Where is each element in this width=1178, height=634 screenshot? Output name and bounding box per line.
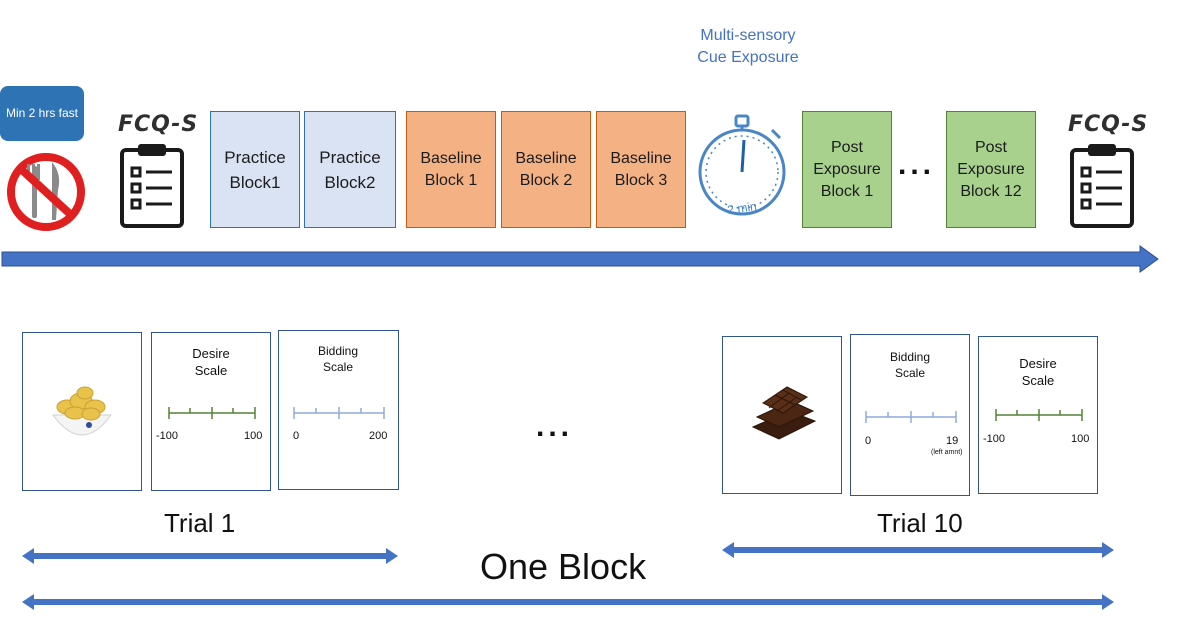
timeline-ellipsis: ...	[898, 148, 936, 181]
cue-exposure-title: Multi-sensory Cue Exposure	[697, 27, 799, 66]
bidding-scale-line	[865, 411, 957, 423]
post-exposure-block-12: Post Exposure Block 12	[946, 111, 1036, 228]
fcq-label-start: FCQ-S	[118, 112, 199, 137]
bidding-scale-max: 19	[946, 435, 959, 447]
no-food-icon	[7, 153, 85, 231]
bidding-scale-note: (left amnt)	[931, 449, 963, 456]
desire-scale-title: Desire Scale	[192, 346, 230, 378]
baseline-block-2: Baseline Block 2	[501, 111, 591, 228]
trial1-bidding-card: Bidding Scale 0 200	[278, 330, 399, 490]
chocolate-image	[751, 386, 817, 440]
trial-10-span-arrow	[722, 542, 1114, 558]
chips-bowl-image	[52, 386, 112, 436]
trial1-food-card	[22, 332, 142, 491]
practice-block-1: Practice Block1	[210, 111, 300, 228]
bidding-scale-min: 0	[293, 430, 300, 442]
baseline-block-1: Baseline Block 1	[406, 111, 496, 228]
desire-scale-line	[995, 409, 1083, 421]
desire-scale-min: -100	[983, 433, 1006, 445]
one-block-label: One Block	[480, 546, 647, 587]
clipboard-icon	[120, 144, 184, 228]
desire-scale-max: 100	[1071, 433, 1090, 445]
bidding-scale-line	[293, 407, 385, 419]
desire-scale-line	[168, 407, 256, 419]
practice-block-2: Practice Block2	[304, 111, 396, 228]
trial10-bidding-card: Bidding Scale 0 19 (left amnt)	[850, 334, 970, 496]
trial1-desire-card: Desire Scale -100 100	[151, 332, 271, 491]
desire-scale-max: 100	[244, 430, 263, 442]
bidding-scale-min: 0	[865, 435, 872, 447]
bidding-scale-title: Bidding Scale	[317, 344, 359, 374]
fcq-label-end: FCQ-S	[1068, 112, 1149, 137]
trial-1-label: Trial 1	[164, 508, 236, 538]
trial10-desire-card: Desire Scale -100 100	[978, 336, 1098, 494]
trial10-food-card	[722, 336, 842, 494]
trial-10-label: Trial 10	[877, 508, 963, 538]
trial-1-span-arrow	[22, 548, 398, 564]
post-exposure-block-1: Post Exposure Block 1	[802, 111, 892, 228]
one-block-span-arrow	[22, 594, 1114, 610]
stopwatch-icon: 2 min	[698, 114, 786, 217]
bidding-scale-max: 200	[369, 430, 388, 442]
desire-scale-title: Desire Scale	[1019, 356, 1057, 388]
desire-scale-min: -100	[156, 430, 179, 442]
timer-label: 2 min	[726, 199, 757, 217]
timeline-arrow	[1, 245, 1159, 273]
trials-ellipsis: ...	[536, 410, 574, 443]
clipboard-icon	[1070, 144, 1134, 228]
bidding-scale-title: Bidding Scale	[889, 350, 931, 380]
baseline-block-3: Baseline Block 3	[596, 111, 686, 228]
fast-badge: Min 2 hrs fast	[0, 86, 84, 141]
